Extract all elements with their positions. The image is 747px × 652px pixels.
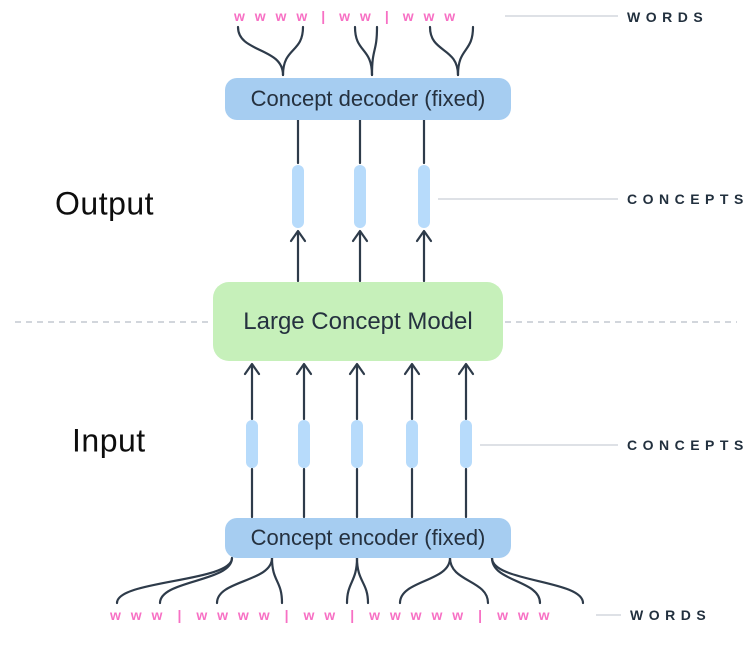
word-group: w w [303, 607, 336, 623]
word-separator: | [384, 8, 389, 24]
words-bottom-row: w w w | w w w w | w w | w w w w w | w w … [110, 607, 550, 623]
arrowhead-up [351, 229, 369, 243]
concept-bar [246, 420, 258, 468]
concept-decoder-box: Concept decoder (fixed) [225, 78, 511, 120]
encoder-to-words-curves [115, 556, 585, 605]
decoder-to-words-curves [236, 25, 475, 77]
input-section-label: Input [72, 422, 146, 459]
callout-lines [438, 15, 621, 616]
word-group: w w w w [234, 8, 308, 24]
word-group: w w w w [196, 607, 270, 623]
word-separator: | [478, 607, 483, 623]
arrowhead-up [295, 362, 313, 376]
arrowhead-up [348, 362, 366, 376]
concept-bar [406, 420, 418, 468]
concept-bar [292, 165, 304, 228]
word-group: w w w [497, 607, 550, 623]
concept-encoder-box: Concept encoder (fixed) [225, 518, 511, 558]
concepts-output-label: CONCEPTS [627, 191, 747, 207]
word-separator: | [350, 607, 355, 623]
arrowhead-up [415, 229, 433, 243]
word-separator: | [177, 607, 182, 623]
concepts-input-label: CONCEPTS [627, 437, 747, 453]
arrowhead-up [289, 229, 307, 243]
word-group: w w [339, 8, 371, 24]
word-group: w w w [402, 8, 456, 24]
input-arrows [243, 362, 475, 421]
words-top-row: w w w w | w w | w w w [234, 8, 455, 24]
large-concept-model-box: Large Concept Model [213, 282, 503, 361]
concept-bar [298, 420, 310, 468]
arrowhead-up [457, 362, 475, 376]
word-separator: | [321, 8, 326, 24]
words-top-label: WORDS [627, 9, 709, 25]
word-group: w w w [110, 607, 163, 623]
word-separator: | [284, 607, 289, 623]
concept-bar [354, 165, 366, 228]
output-arrows [289, 229, 433, 283]
words-bottom-label: WORDS [630, 607, 712, 623]
arrowhead-up [403, 362, 421, 376]
output-section-label: Output [55, 185, 155, 222]
concept-bar [351, 420, 363, 468]
decoder-output-lines [296, 118, 426, 165]
concept-bar [460, 420, 472, 468]
concept-bar [418, 165, 430, 228]
word-group: w w w w w [369, 607, 464, 623]
input-encoder-lines [250, 467, 468, 519]
arrowhead-up [243, 362, 261, 376]
